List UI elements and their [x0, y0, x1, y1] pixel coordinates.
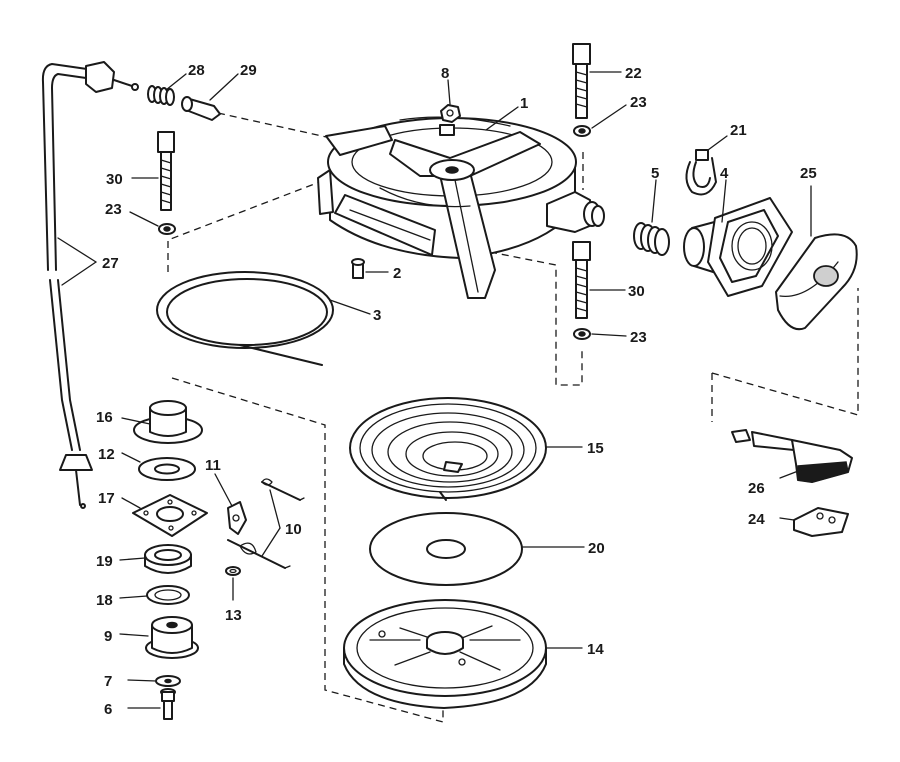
part-6-screw	[160, 688, 176, 720]
label-part-24: 24	[748, 511, 765, 528]
part-number-labels: 1 2 3 4 5 6 7 8 9 10 11 12 13 14 15 16 1…	[96, 62, 817, 718]
part-16-cup	[133, 400, 203, 444]
part-18-o-ring	[146, 585, 190, 605]
label-part-6: 6	[104, 701, 112, 718]
assembly-guide-lines	[167, 112, 859, 723]
label-part-7: 7	[104, 673, 112, 690]
label-part-8: 8	[441, 65, 449, 82]
label-part-10: 10	[285, 521, 302, 538]
label-part-19: 19	[96, 553, 113, 570]
part-20-disk	[369, 512, 523, 586]
label-part-28: 28	[188, 62, 205, 79]
label-part-30-right: 30	[628, 283, 645, 300]
part-21-clamp	[685, 149, 717, 196]
leader-lines	[57, 71, 812, 709]
part-10-springs	[227, 478, 305, 569]
part-7-washer	[155, 675, 181, 687]
label-part-12: 12	[98, 446, 115, 463]
part-15-rewind-spring	[349, 397, 547, 501]
label-part-1: 1	[520, 95, 528, 112]
label-part-9: 9	[104, 628, 112, 645]
label-part-26: 26	[748, 480, 765, 497]
part-3-wire-ring	[156, 271, 334, 366]
part-28-spring	[147, 85, 175, 106]
label-part-22: 22	[625, 65, 642, 82]
label-part-20: 20	[588, 540, 605, 557]
label-part-27: 27	[102, 255, 119, 272]
label-part-25: 25	[800, 165, 817, 182]
label-part-11: 11	[205, 457, 221, 474]
label-part-13: 13	[225, 607, 242, 624]
label-part-5: 5	[651, 165, 659, 182]
part-30-bolt-left	[157, 131, 175, 211]
label-part-17: 17	[98, 490, 115, 507]
part-24-insert	[793, 507, 849, 537]
part-23-washer-top	[573, 125, 591, 137]
label-part-30-left: 30	[106, 171, 123, 188]
part-12-washer	[138, 457, 196, 481]
part-23-washer-bottom	[573, 328, 591, 340]
part-22-bolt	[572, 43, 591, 119]
part-5-spring	[633, 222, 670, 256]
label-part-23-left: 23	[105, 201, 122, 218]
label-part-23-top: 23	[630, 94, 647, 111]
part-1-starter-housing	[317, 116, 605, 299]
part-30-bolt-right	[572, 241, 591, 319]
label-part-16: 16	[96, 409, 113, 426]
label-part-23-bottom: 23	[630, 329, 647, 346]
part-23-washer-left	[158, 223, 176, 235]
part-9-pinion	[145, 616, 199, 659]
part-8-nut	[440, 104, 461, 123]
part-14-pulley	[343, 599, 547, 709]
part-19-seal	[144, 544, 192, 574]
label-part-2: 2	[393, 265, 401, 282]
label-part-3: 3	[373, 307, 381, 324]
part-13-retaining-ring	[225, 566, 241, 576]
part-26-rope-handle	[731, 429, 853, 483]
label-part-21: 21	[730, 122, 747, 139]
label-part-14: 14	[587, 641, 604, 658]
part-4-handle-housing	[683, 197, 793, 297]
label-part-15: 15	[587, 440, 604, 457]
label-part-29: 29	[240, 62, 257, 79]
part-27-cable	[41, 61, 139, 509]
label-part-18: 18	[96, 592, 113, 609]
part-17-gasket	[132, 494, 208, 537]
part-25-grommet	[775, 233, 858, 331]
part-29-plunger	[181, 96, 221, 121]
part-11-pawl	[227, 501, 247, 535]
label-part-4: 4	[720, 165, 729, 182]
part-2-screw	[351, 258, 365, 279]
